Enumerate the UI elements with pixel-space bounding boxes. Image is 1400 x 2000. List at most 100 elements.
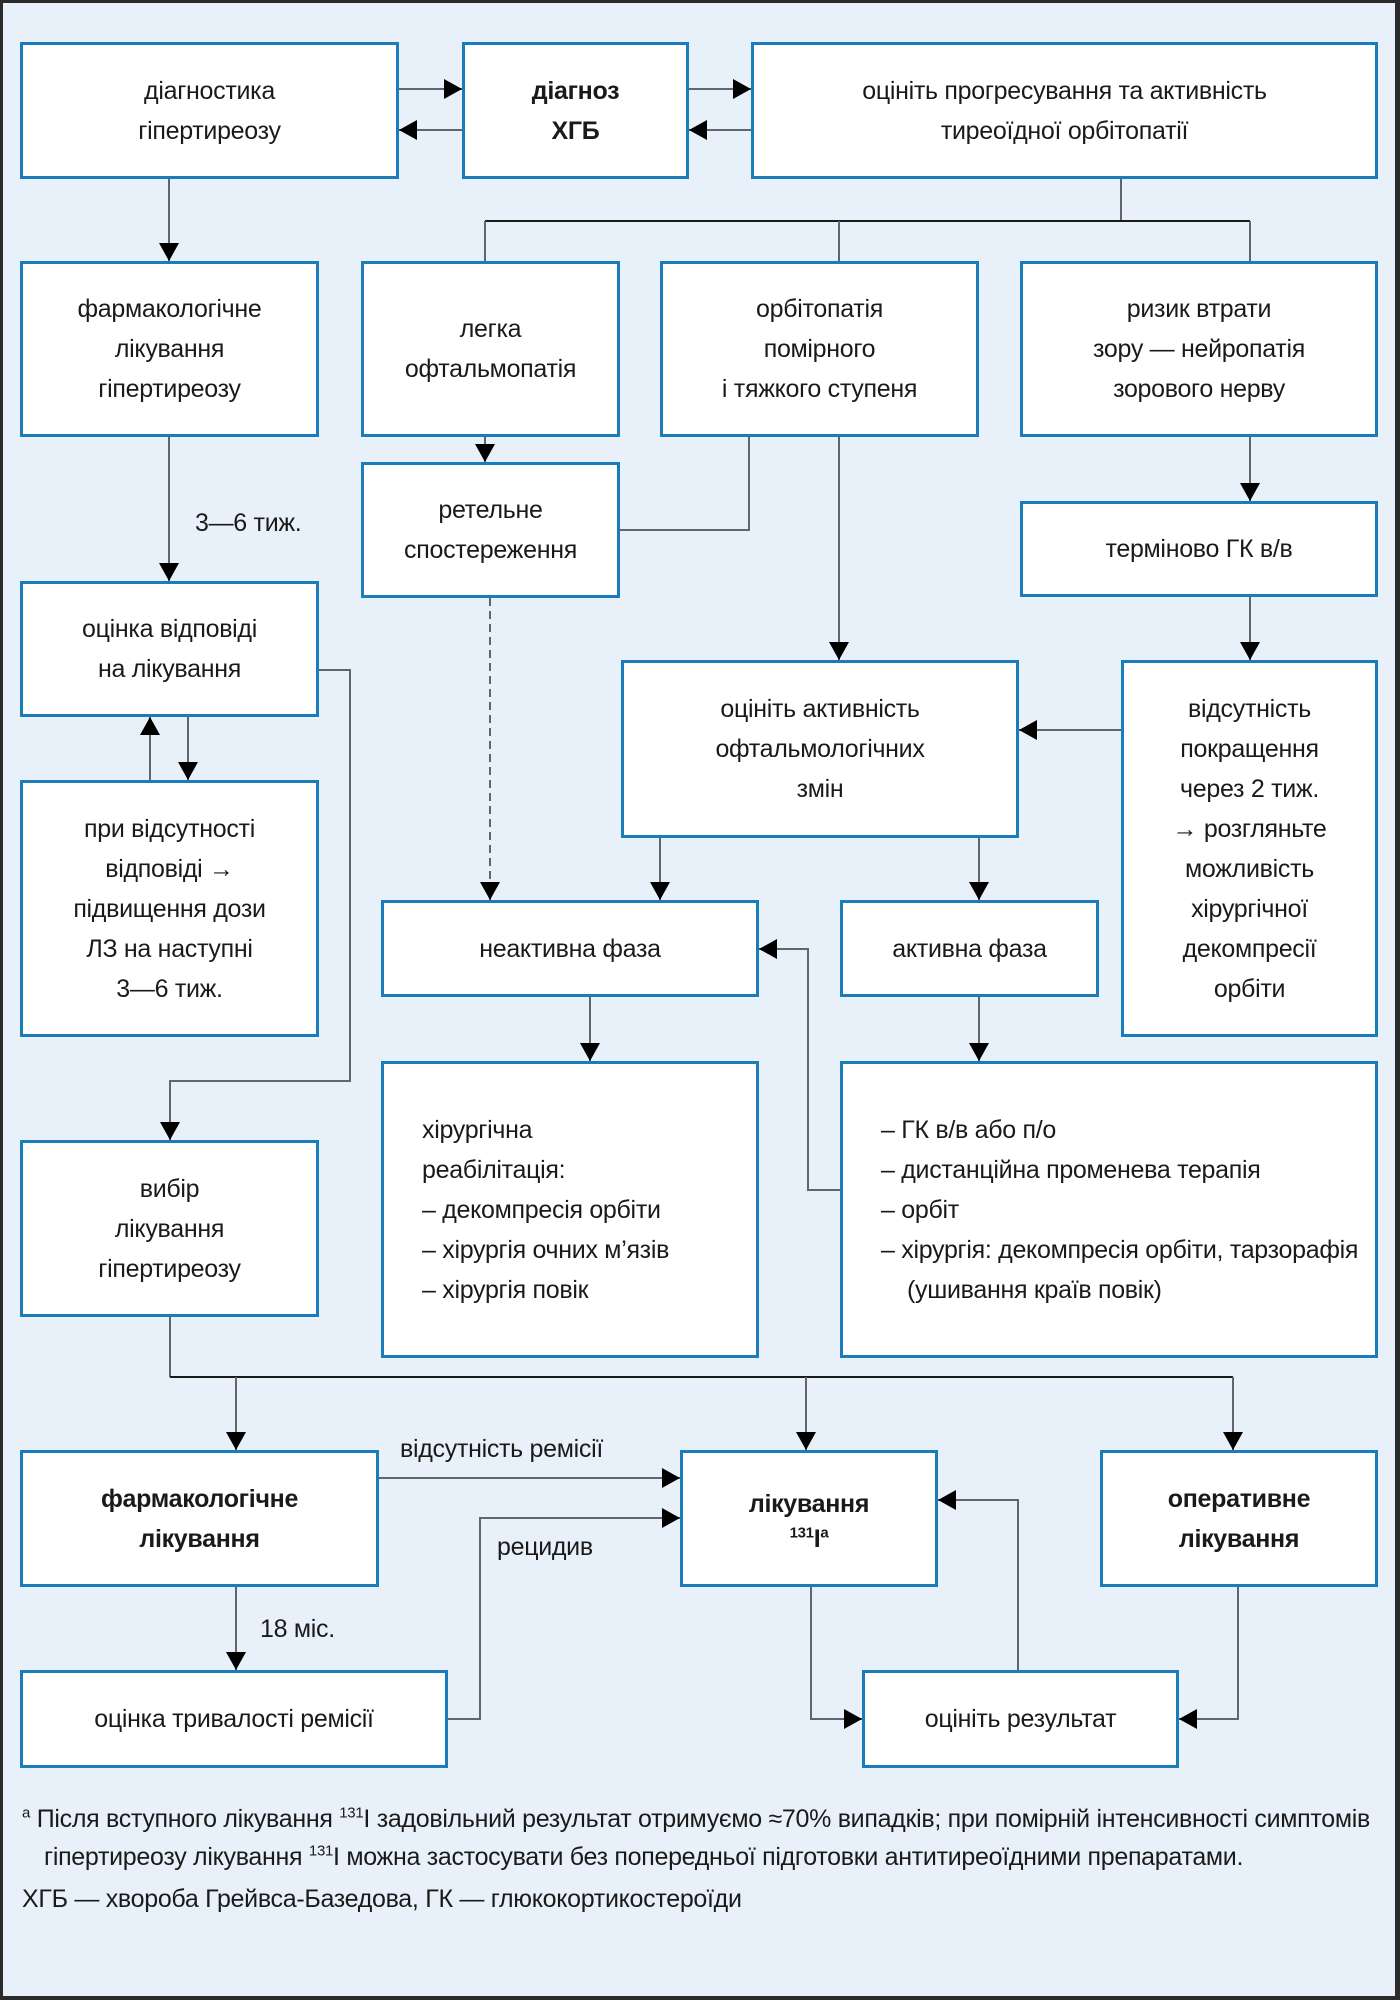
- footnote-a: a Після вступного лікування 131I задовіл…: [22, 1804, 1370, 1871]
- box-text-line: тиреоїдної орбітопатії: [940, 116, 1189, 145]
- box-text-line: – орбіт: [881, 1195, 959, 1224]
- box-text-line: діагностика: [144, 76, 275, 105]
- box-text-line: вибір: [139, 1174, 200, 1203]
- box-text-line: оперативне: [1167, 1484, 1311, 1513]
- box-text-line: лікування: [1178, 1524, 1300, 1553]
- box-text-line: 3—6 тиж.: [116, 974, 223, 1003]
- arrow-iodine-to-result: [810, 1587, 862, 1720]
- box-text-line: гіпертиреозу: [98, 1254, 241, 1283]
- box-active-phase-treatment: – ГК в/в або п/о – дистанційна променева …: [840, 1061, 1378, 1358]
- footnotes: a Після вступного лікування 131I задовіл…: [22, 1800, 1382, 1918]
- box-text-line: оцініть прогресування та активність: [862, 76, 1267, 105]
- arrow-remission-to-iodine: [448, 1517, 680, 1720]
- box-inactive-phase: неактивна фаза: [381, 900, 759, 997]
- box-assess-progression: оцініть прогресування та активність тирео…: [751, 42, 1378, 179]
- box-text-line: легка: [459, 315, 522, 343]
- box-remission-duration: оцінка тривалості ремісії: [20, 1670, 448, 1768]
- box-text-line: – хірургія: декомпресія орбіти, тарзораф…: [881, 1235, 1359, 1304]
- box-text-line: можливість: [1185, 854, 1314, 883]
- box-urgent-gk-iv: терміново ГК в/в: [1020, 501, 1378, 597]
- box-text-line: декомпресії: [1182, 934, 1317, 963]
- box-moderate-severe-orbitopathy: орбітопатія помірного і тяжкого ступеня: [660, 261, 979, 437]
- arrow-choice-to-operative-arrowhead-icon: [1223, 1432, 1243, 1450]
- box-text-line: хірургічної: [1191, 894, 1308, 923]
- arrow-activity-to-inactive-arrowhead-icon: [650, 882, 670, 900]
- edge-label-no-remission: відсутність ремісії: [400, 1435, 604, 1463]
- box-text-line: – хірургія очних м’язів: [422, 1235, 670, 1264]
- box-text-line: реабілітація:: [422, 1155, 566, 1184]
- arrow-inactive-to-rehab-arrowhead-icon: [580, 1043, 600, 1061]
- box-text-line: орбіти: [1213, 974, 1286, 1003]
- arrow-iodine-to-result-arrowhead-icon: [844, 1709, 862, 1729]
- box-text-line: змін: [796, 775, 844, 803]
- arrow-pharm-to-evaluate-arrowhead-icon: [159, 563, 179, 581]
- edge-label-3-6-weeks: 3—6 тиж.: [195, 509, 302, 537]
- arrow-treatment-to-inactive: [759, 948, 840, 1191]
- iodine-label: лікування: [748, 1489, 870, 1518]
- arrow-diagnostics-to-diagnosis-arrowhead-icon: [444, 79, 462, 99]
- box-text-line: фармакологічне: [100, 1484, 299, 1513]
- box-evaluate-response: оцінка відповіді на лікування: [20, 581, 319, 717]
- arrow-active-to-treatment-arrowhead-icon: [969, 1043, 989, 1061]
- arrow-choice-to-iodine-arrowhead-icon: [796, 1432, 816, 1450]
- box-text-line: лікування: [139, 1524, 260, 1553]
- box-text-line: лікування: [114, 335, 225, 363]
- arrow-mild-to-observation-arrowhead-icon: [475, 444, 495, 462]
- box-text-line: ризик втрати: [1126, 295, 1272, 323]
- arrow-activity-to-active-arrowhead-icon: [969, 882, 989, 900]
- box-text-line: орбітопатія: [756, 295, 883, 323]
- box-text-line: – дистанційна променева терапія: [881, 1155, 1261, 1184]
- box-text-line: діагноз: [531, 76, 620, 105]
- box-text-line: – хірургія повік: [422, 1275, 589, 1304]
- arrow-pharm-to-iodine-arrowhead-icon: [662, 1468, 680, 1488]
- arrow-operative-to-result: [1179, 1587, 1239, 1720]
- box-text-line: офтальмопатія: [404, 355, 577, 383]
- box-text-line: і тяжкого ступеня: [721, 375, 918, 403]
- line-moderate-to-observation: [620, 437, 750, 531]
- box-text-line: ЛЗ на наступні: [86, 934, 253, 963]
- arrow-diagnosis-to-diagnostics-arrowhead-icon: [399, 120, 417, 140]
- edge-label-18-months: 18 міс.: [260, 1615, 335, 1643]
- box-text-line: гіпертиреозу: [138, 116, 281, 145]
- box-text-line: офтальмологічних: [715, 735, 925, 763]
- box-text-line: при відсутності: [84, 814, 255, 843]
- box-text-line: спостереження: [404, 536, 577, 564]
- box-text-line: оцінка відповіді: [82, 615, 257, 643]
- box-text-line: активна фаза: [892, 934, 1047, 963]
- box-text-line: терміново ГК в/в: [1105, 535, 1293, 563]
- box-operative-treatment: оперативне лікування: [1100, 1450, 1378, 1587]
- arrow-choice-to-pharm-arrowhead-icon: [226, 1432, 246, 1450]
- arrow-observation-to-inactive-arrowhead-icon: [480, 882, 500, 900]
- arrow-treatment-to-inactive-arrowhead-icon: [759, 939, 777, 959]
- arrow-moderate-to-assess-activity-arrowhead-icon: [829, 642, 849, 660]
- box-text-line: покращення: [1180, 734, 1319, 763]
- box-evaluate-result: оцініть результат: [862, 1670, 1179, 1768]
- arrow-operative-to-result-arrowhead-icon: [1179, 1709, 1197, 1729]
- box-text-line: хірургічна: [422, 1115, 533, 1144]
- box-text-line: на лікування: [98, 655, 241, 683]
- box-text-line: – ГК в/в або п/о: [881, 1115, 1057, 1144]
- box-text-line: зорового нерву: [1113, 375, 1285, 403]
- box-mild-ophthalmopathy: легка офтальмопатія: [361, 261, 620, 437]
- edge-label-relapse: рецидив: [497, 1533, 593, 1561]
- arrow-urgent-to-noimprovement-arrowhead-icon: [1240, 642, 1260, 660]
- box-text-line: підвищення дози: [73, 894, 266, 923]
- arrow-evaluate-to-choice: [169, 669, 351, 1140]
- box-pharmacological-treatment: фармакологічне лікування: [20, 1450, 379, 1587]
- box-text-line: оцініть результат: [924, 1705, 1117, 1733]
- arrow-result-to-iodine: [938, 1499, 1019, 1670]
- box-diagnostics: діагностика гіпертиреозу: [20, 42, 399, 179]
- arrow-evaluate-to-choice-arrowhead-icon: [160, 1122, 180, 1140]
- box-text-line: помірного: [763, 335, 876, 363]
- box-text-line: фармакологічне: [77, 295, 262, 323]
- arrow-diagnosis-to-assess-arrowhead-icon: [733, 79, 751, 99]
- box-text-line: неактивна фаза: [479, 934, 661, 963]
